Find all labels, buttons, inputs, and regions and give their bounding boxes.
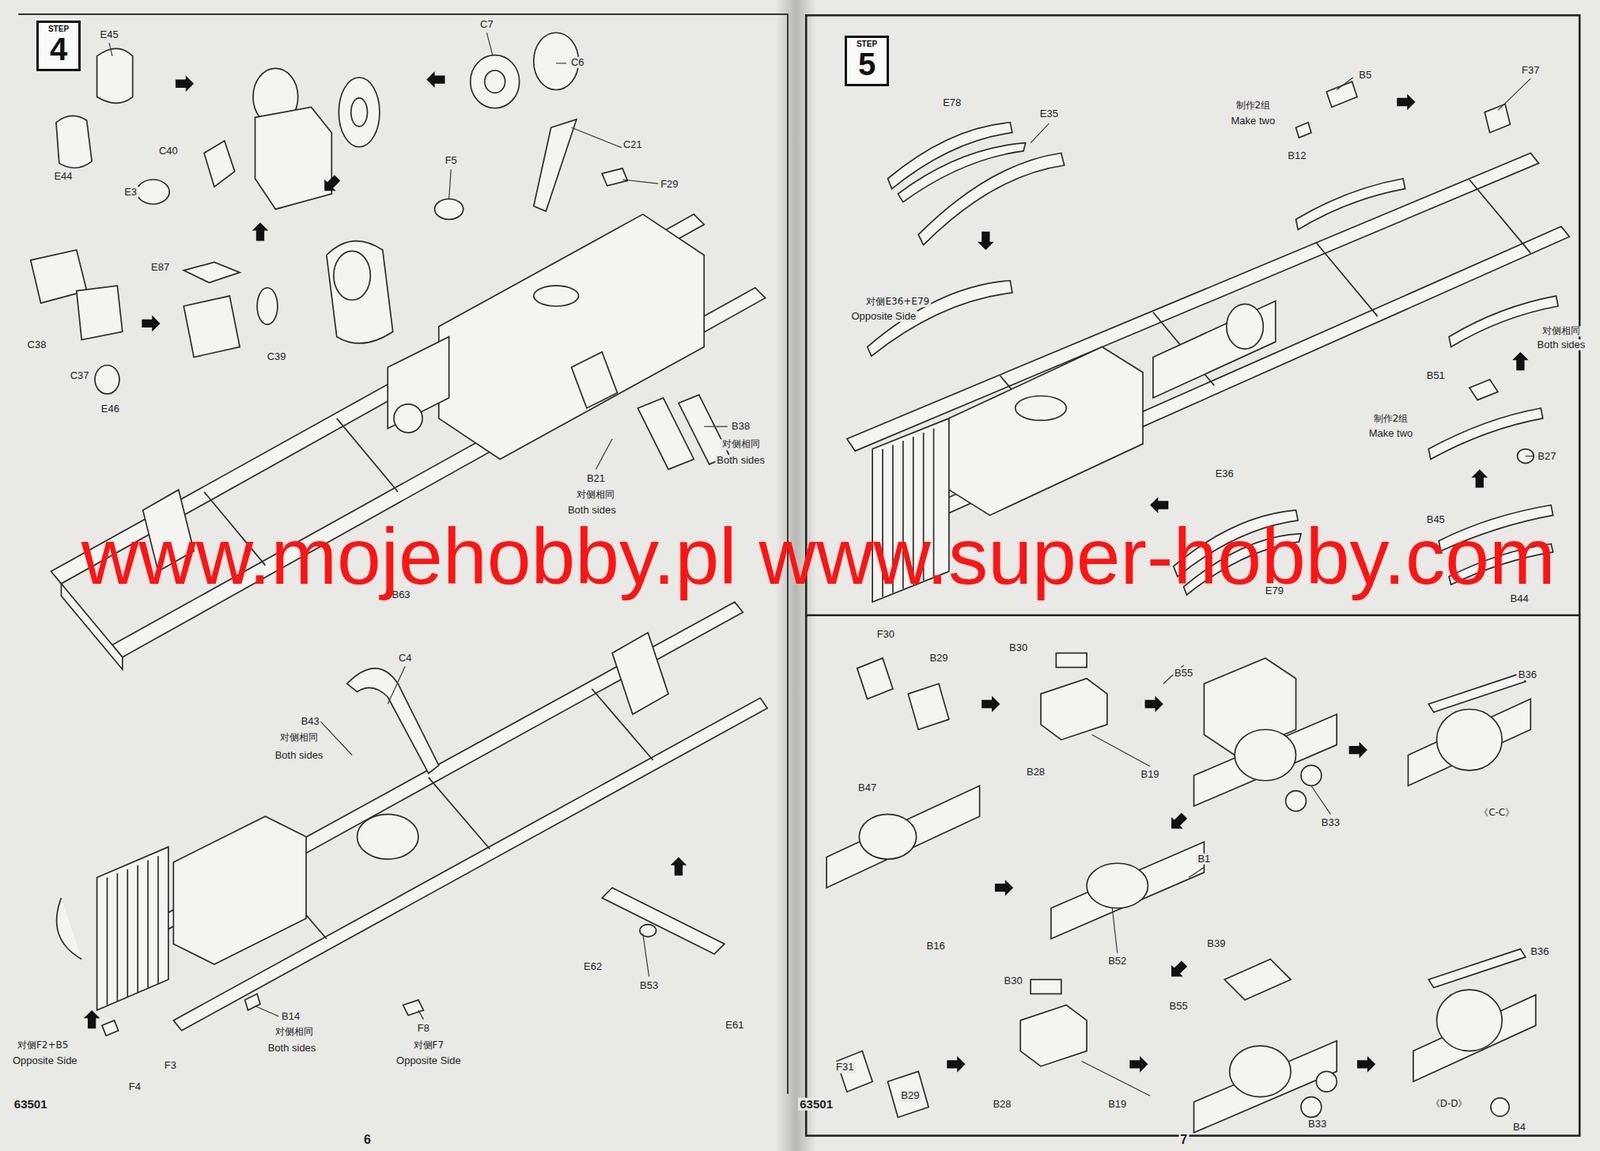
part-label: 《C-C》: [1477, 807, 1517, 818]
step-number: 5: [850, 48, 884, 80]
part-label: E3: [122, 185, 139, 197]
part-label: Opposite Side: [11, 1055, 80, 1067]
part-label: Both sides: [266, 1042, 318, 1054]
part-label: B29: [927, 652, 950, 664]
part-label: B28: [991, 1098, 1013, 1110]
part-label: C21: [621, 139, 644, 151]
part-label: E62: [582, 960, 604, 972]
part-label: F3: [162, 1059, 178, 1071]
part-label: B39: [1205, 938, 1227, 950]
watermark: www.mojehobby.pl www.super-hobby.com: [81, 516, 1556, 596]
part-label: 对侧相同: [1540, 326, 1582, 337]
part-label: F31: [834, 1061, 855, 1073]
part-label: F37: [1520, 64, 1541, 76]
part-label: 7: [1178, 1132, 1189, 1147]
part-label: B33: [1320, 816, 1342, 828]
part-label: E87: [149, 261, 171, 273]
step-number: 4: [41, 33, 76, 65]
part-label: C7: [478, 18, 496, 31]
step-badge: STEP4: [36, 20, 81, 72]
part-label: C38: [26, 339, 49, 351]
part-label: Both sides: [1535, 339, 1588, 351]
part-label: B5: [1357, 69, 1374, 81]
part-label: B33: [1306, 1118, 1328, 1130]
part-label: B51: [1425, 370, 1447, 382]
part-label: E36: [1214, 467, 1236, 479]
part-label: 对侧相同: [273, 1027, 315, 1038]
part-label: B52: [1106, 955, 1128, 967]
part-label: 《D-D》: [1429, 1098, 1470, 1109]
part-label: F5: [443, 154, 459, 166]
part-label: E44: [52, 170, 74, 182]
part-label: B47: [856, 782, 878, 794]
part-label: B19: [1138, 768, 1161, 780]
part-label: Opposite Side: [849, 310, 918, 322]
part-label: E35: [1038, 108, 1060, 120]
part-label: Make two: [1367, 427, 1415, 439]
part-label: B36: [1516, 668, 1539, 680]
part-label: B14: [279, 1010, 302, 1022]
part-label: B30: [1007, 642, 1029, 654]
part-label: B55: [1168, 1000, 1190, 1012]
part-label: B12: [1286, 150, 1308, 162]
part-label: F4: [127, 1081, 143, 1093]
part-label: E78: [941, 97, 963, 109]
part-label: Make two: [1229, 115, 1278, 127]
part-label: B55: [1172, 667, 1195, 679]
part-label: B27: [1535, 450, 1558, 462]
part-label: 6: [362, 1132, 373, 1147]
part-label: 制作2组: [1372, 414, 1411, 425]
part-label: B36: [1528, 945, 1551, 957]
part-label: B43: [299, 715, 322, 727]
part-label: B21: [585, 472, 607, 485]
part-label: Opposite Side: [394, 1055, 463, 1067]
part-label: B38: [730, 420, 752, 432]
step-badge: STEP5: [844, 35, 889, 87]
part-label: B4: [1511, 1121, 1528, 1133]
part-label: B29: [899, 1089, 921, 1101]
part-label: 对侧相同: [720, 439, 762, 451]
part-label: E61: [723, 1019, 746, 1031]
part-label: Both sides: [273, 748, 326, 761]
part-label: 对侧相同: [574, 489, 617, 500]
part-label: B16: [925, 940, 947, 952]
part-label: 63501: [798, 1096, 835, 1111]
part-label: F30: [875, 628, 897, 640]
part-label: 63501: [12, 1096, 50, 1111]
part-label: E46: [99, 403, 122, 415]
part-label: C37: [68, 370, 91, 382]
part-label: 制作2组: [1234, 101, 1273, 112]
step-word: STEP: [850, 39, 884, 49]
part-label: C6: [569, 56, 587, 69]
part-label: C39: [265, 351, 288, 363]
part-label: B30: [1002, 974, 1025, 986]
part-label: B1: [1195, 853, 1212, 865]
part-label: C4: [397, 652, 414, 664]
part-label: Both sides: [714, 454, 767, 466]
part-label: 对侧E36+E79: [864, 296, 931, 307]
part-label: F8: [416, 1022, 432, 1034]
part-label: 对侧F7: [412, 1040, 447, 1052]
part-label: B28: [1025, 766, 1047, 778]
part-label: 对侧相同: [278, 732, 320, 743]
part-label: E45: [98, 29, 120, 41]
part-label: F29: [658, 178, 680, 190]
part-label: Both sides: [566, 504, 618, 516]
part-label: C40: [157, 145, 180, 157]
part-label: B19: [1106, 1098, 1128, 1110]
part-label: 对侧F2+B5: [15, 1040, 70, 1052]
part-label: B53: [638, 979, 660, 992]
step-word: STEP: [41, 24, 76, 34]
